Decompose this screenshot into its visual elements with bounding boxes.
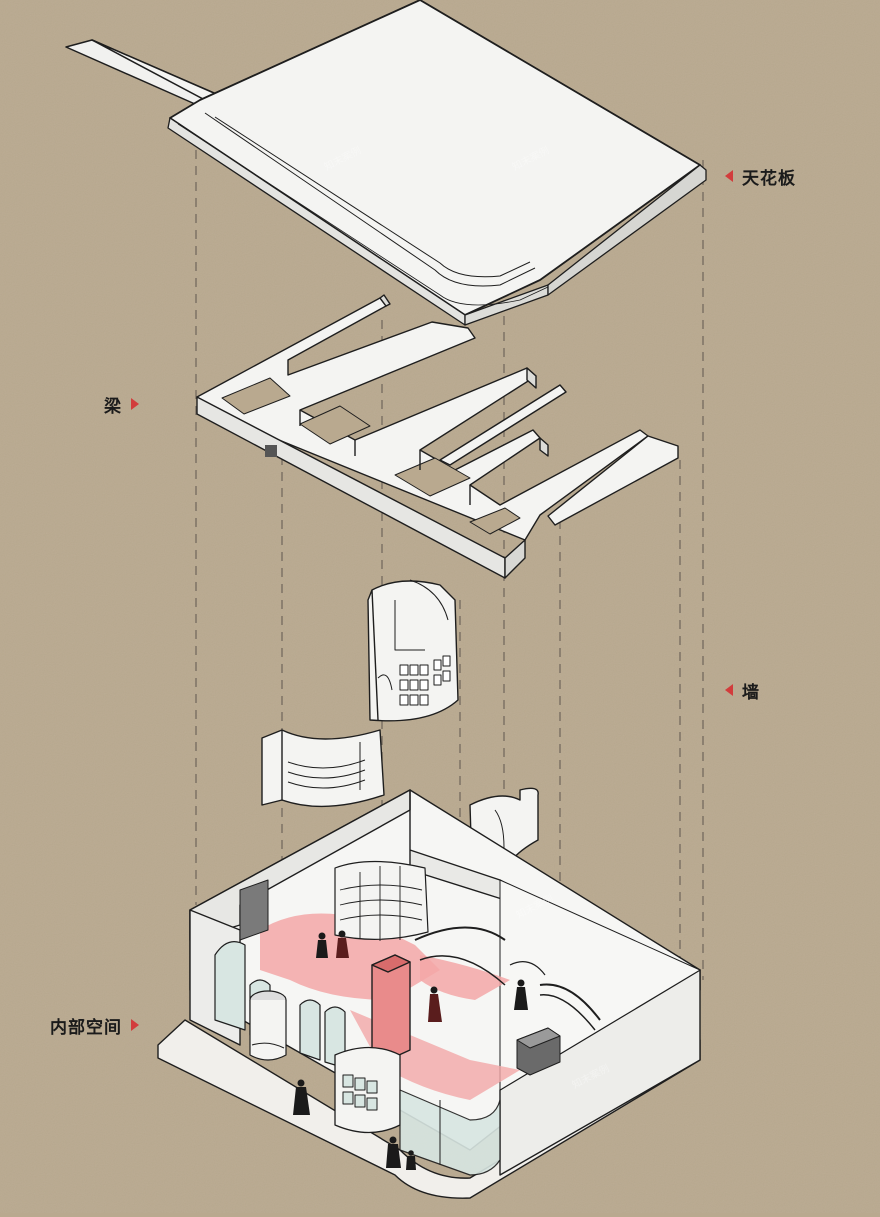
label-wall: 墙 [742,683,760,703]
interior-layer [157,789,701,1199]
beam-layer [196,294,679,579]
highlight-zone [420,955,510,1000]
wall-layer [261,579,539,889]
beam-marker-icon [131,398,139,410]
wall-marker-icon [725,684,733,696]
label-beam: 梁 [104,397,122,417]
people-figures [293,930,528,1170]
interior-marker-icon [131,1019,139,1031]
ceiling-layer [65,0,707,326]
label-ceiling: 天花板 [742,169,796,189]
label-markers [131,170,733,1031]
label-interior-space: 内部空间 [50,1018,122,1038]
curved-shelf-wall [367,580,459,722]
ceiling-marker-icon [725,170,733,182]
guide-lines [195,150,704,1100]
